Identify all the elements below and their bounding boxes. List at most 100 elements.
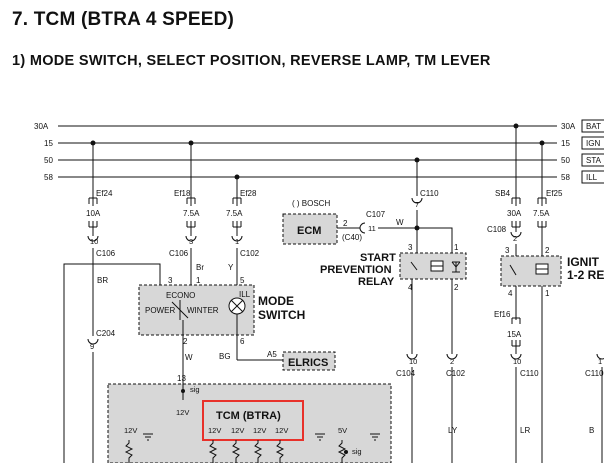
bus-tag-ign: IGN bbox=[586, 139, 600, 148]
fuse-ef28-id: Ef28 bbox=[240, 189, 257, 198]
bus-tag-ill: ILL bbox=[586, 173, 598, 182]
start-relay-pin-2: 2 bbox=[454, 283, 459, 292]
mode-pin-3: 3 bbox=[168, 276, 173, 285]
fuse-ef25-id: Ef25 bbox=[546, 189, 563, 198]
lower-conn-4-pin: 1 bbox=[598, 357, 602, 366]
bus-label-right-15: 15 bbox=[561, 139, 570, 148]
c107-label: C107 bbox=[366, 210, 386, 219]
fuse-ef18-rating: 7.5A bbox=[183, 209, 200, 218]
mode-pin-2: 2 bbox=[183, 337, 188, 346]
fuse-ef25-rating: 7.5A bbox=[533, 209, 550, 218]
bus-label-right-30a: 30A bbox=[561, 122, 576, 131]
mode-pin-6: 6 bbox=[240, 337, 245, 346]
fuse-ef24-rating: 10A bbox=[86, 209, 101, 218]
mode-wire-y: Y bbox=[228, 263, 234, 272]
tcm-label: TCM (BTRA) bbox=[216, 410, 281, 422]
lower-wire-ly: LY bbox=[448, 426, 458, 435]
start-relay-title-1: START bbox=[360, 252, 396, 264]
fuse-ef18-pin: 3 bbox=[189, 237, 193, 246]
lower-wire-lr: LR bbox=[520, 426, 530, 435]
ign-relay-title-1: IGNIT bbox=[567, 255, 600, 269]
elrics-pin: A5 bbox=[267, 350, 277, 359]
section-subheading: 1) MODE SWITCH, SELECT POSITION, REVERSE… bbox=[12, 53, 491, 69]
fuse-ef28-connector: C102 bbox=[240, 249, 260, 258]
tcm-module: 13 sig 12V TCM (BTRA) 12V 12V 12V 12V 12… bbox=[107, 374, 392, 463]
tcm-12v-left: 12V bbox=[124, 426, 137, 435]
ignition-relay: 3 4 1 IGNIT 1-2 RE bbox=[500, 246, 604, 463]
br-wire-label: BR bbox=[97, 276, 108, 285]
fuse-ef24-pin: 10 bbox=[90, 237, 98, 246]
lower-conn-1-pin: 10 bbox=[409, 357, 417, 366]
bus-label-left-15: 15 bbox=[44, 139, 53, 148]
fuse-ef24-id: Ef24 bbox=[96, 189, 113, 198]
fuse-ef25: Ef25 7.5A 2 bbox=[533, 143, 563, 256]
power-bus: 30A 15 50 58 30A 15 50 58 BAT IGN STA IL… bbox=[34, 119, 604, 184]
ecm-connector: (C40) bbox=[342, 233, 362, 242]
ign-relay-pin-3: 3 bbox=[505, 246, 510, 255]
lower-wire-b: B bbox=[589, 426, 594, 435]
fuse-ef18-connector: C106 bbox=[169, 249, 189, 258]
fuse-ef18-id: Ef18 bbox=[174, 189, 191, 198]
lower-conn-2-pin: 2 bbox=[450, 357, 454, 366]
lower-conn-1-label: C104 bbox=[396, 369, 416, 378]
c204-label: C204 bbox=[96, 329, 116, 338]
tcm-12v-1: 12V bbox=[208, 426, 221, 435]
mode-pin-1: 1 bbox=[196, 276, 201, 285]
mode-switch-title-1: MODE bbox=[258, 294, 294, 308]
tcm-12v-3: 12V bbox=[253, 426, 266, 435]
mode-wire-br: Br bbox=[196, 263, 204, 272]
elrics-label: ELRICS bbox=[288, 357, 328, 369]
fuse-ef28-pin: 1 bbox=[235, 237, 239, 246]
start-relay-title-3: RELAY bbox=[358, 276, 395, 288]
tcm-5v: 5V bbox=[338, 426, 347, 435]
fuse-sb4: SB4 30A C108 2 bbox=[487, 126, 522, 256]
lower-conn-3-pin: 10 bbox=[513, 357, 521, 366]
fuse-ef24-connector: C106 bbox=[96, 249, 116, 258]
tcm-12v-top: 12V bbox=[176, 408, 189, 417]
mode-wire-bg: BG bbox=[219, 352, 231, 361]
mode-power-label: POWER bbox=[145, 306, 175, 315]
ecm: ( ) BOSCH ECM 2 (C40) C107 11 W bbox=[282, 199, 420, 245]
bus-tag-sta: STA bbox=[586, 156, 602, 165]
tcm-pin-13: 13 bbox=[177, 374, 186, 383]
lower-conn-3-label: C110 bbox=[520, 369, 539, 378]
fuse-sb4-connector: C108 bbox=[487, 225, 507, 234]
left-br-wire: BR C204 9 bbox=[64, 263, 161, 463]
bus-label-right-50: 50 bbox=[561, 156, 570, 165]
mode-pin-5: 5 bbox=[240, 276, 245, 285]
lower-connectors: 10 C104 2 C102 LY 10 C110 LR 1 C110 B bbox=[396, 353, 604, 463]
elrics-box: A5 ELRICS bbox=[267, 350, 336, 371]
tcm-12v-2: 12V bbox=[231, 426, 244, 435]
fuse-ef28-rating: 7.5A bbox=[226, 209, 243, 218]
ecm-label: ECM bbox=[297, 225, 321, 237]
mode-wire-w: W bbox=[185, 353, 193, 362]
bus-label-left-30a: 30A bbox=[34, 122, 49, 131]
lower-conn-2-label: C102 bbox=[446, 369, 466, 378]
fuse-ef25-pin: 2 bbox=[545, 246, 550, 255]
mode-switch: 3 1 5 ECONO POWER WINTER ILL 2 6 MODE SW… bbox=[138, 276, 305, 384]
mode-switch-title-2: SWITCH bbox=[258, 308, 305, 322]
fuse-ef16-rating: 15A bbox=[507, 330, 522, 339]
fuse-sb4-rating: 30A bbox=[507, 209, 522, 218]
ecm-pin: 2 bbox=[343, 219, 348, 228]
fuse-ef16: Ef16 15A bbox=[494, 310, 522, 354]
mode-econo-label: ECONO bbox=[166, 291, 195, 300]
ign-relay-pin-4: 4 bbox=[508, 289, 513, 298]
fuse-sb4-id: SB4 bbox=[495, 189, 511, 198]
mode-winter-label: WINTER bbox=[187, 306, 219, 315]
start-relay-pin-3: 3 bbox=[408, 243, 413, 252]
bus-tag-bat: BAT bbox=[586, 122, 601, 131]
mode-ill-label: ILL bbox=[239, 290, 251, 299]
page-heading: 7. TCM (BTRA 4 SPEED) bbox=[12, 9, 235, 30]
fuse-ef18: Ef18 7.5A 3 C106 Br bbox=[169, 143, 204, 285]
tcm-sig-top: sig bbox=[190, 385, 200, 394]
ign-relay-pin-1: 1 bbox=[545, 289, 550, 298]
bus-label-right-58: 58 bbox=[561, 173, 570, 182]
ign-relay-title-2: 1-2 RE bbox=[567, 268, 604, 282]
fuse-sb4-pin: 2 bbox=[513, 234, 517, 243]
lower-conn-4-label: C110 bbox=[585, 369, 604, 378]
bus-label-left-58: 58 bbox=[44, 173, 53, 182]
start-relay-pin-4: 4 bbox=[408, 283, 413, 292]
tcm-12v-4: 12V bbox=[275, 426, 288, 435]
